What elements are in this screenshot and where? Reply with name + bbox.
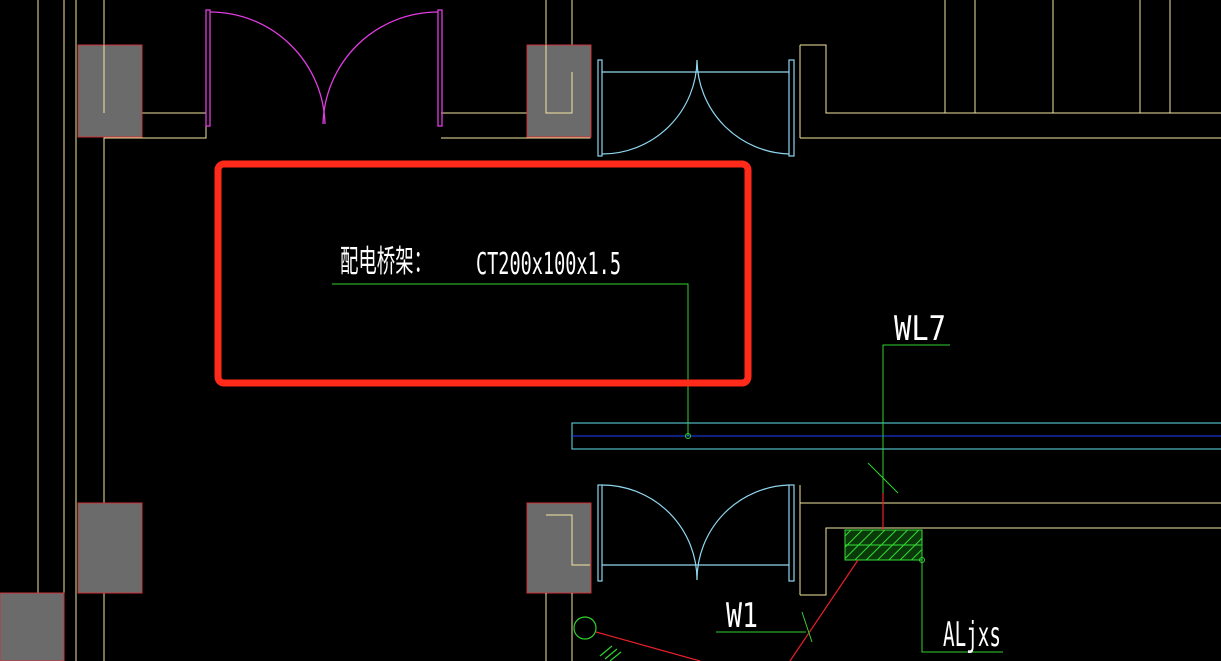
column-top-left xyxy=(77,44,143,138)
column-bottom-left xyxy=(77,502,143,594)
highlight-box xyxy=(214,160,752,387)
aljxs-label: ALjxs xyxy=(943,615,1001,655)
column-corner xyxy=(0,592,65,661)
w1-label: W1 xyxy=(726,596,758,636)
w1-leader xyxy=(716,611,813,643)
tray-label-text: 配电桥架： xyxy=(340,244,432,280)
structural-columns xyxy=(0,44,592,661)
door-cyan-top xyxy=(597,59,795,157)
cable-tray xyxy=(571,422,1221,450)
top-wall-lines xyxy=(103,0,1221,139)
door-magenta-double xyxy=(205,9,443,127)
aljxs-leader xyxy=(919,545,1003,653)
tray-leader xyxy=(332,283,691,439)
column-bottom-center xyxy=(526,502,592,594)
wl7-label: WL7 xyxy=(894,309,946,349)
column-top-center xyxy=(526,44,592,138)
lamp-symbol-icon xyxy=(573,616,622,661)
bottom-wall-lines xyxy=(799,485,1221,596)
column-inner-lines xyxy=(103,45,590,661)
wl7-leader xyxy=(867,344,950,530)
door-cyan-bottom xyxy=(597,484,795,582)
red-cables xyxy=(595,493,884,661)
tray-spec-text: CT200x100x1.5 xyxy=(476,247,621,282)
